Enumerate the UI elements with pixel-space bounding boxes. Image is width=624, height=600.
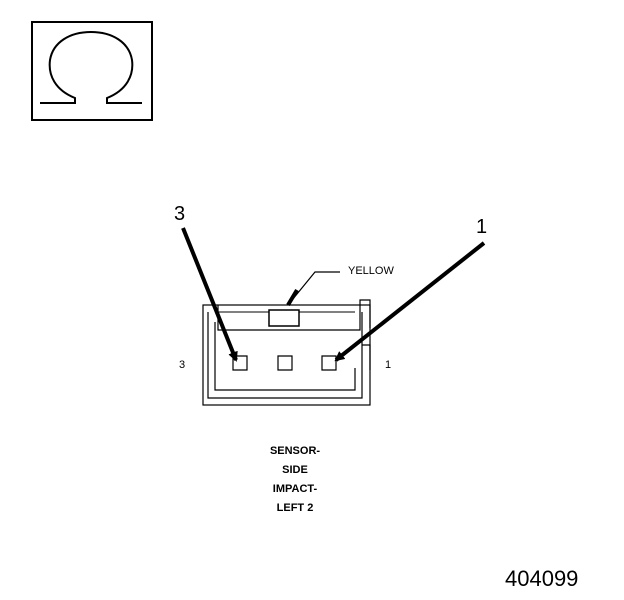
- callout-3: 3: [174, 203, 186, 225]
- pin-label-3: 3: [179, 359, 186, 371]
- caption-line-3: IMPACT-: [272, 483, 318, 495]
- arrow-pin-3: [181, 227, 238, 362]
- arrow-pin-1: [334, 241, 486, 362]
- connector-body: [202, 271, 371, 406]
- ohm-meter-icon: [31, 21, 153, 121]
- wire-color-label: YELLOW: [348, 265, 394, 277]
- terminal-2: [277, 355, 293, 371]
- connector-caption: SENSOR- SIDE IMPACT- LEFT 2: [230, 442, 360, 518]
- caption-line-1: SENSOR-: [269, 445, 321, 457]
- terminal-1: [321, 355, 337, 371]
- callout-1: 1: [476, 216, 488, 238]
- caption-line-2: SIDE: [282, 464, 308, 476]
- figure-id: 404099: [505, 566, 579, 591]
- pin-label-1: 1: [385, 359, 392, 371]
- terminal-3: [232, 355, 248, 371]
- caption-line-4: LEFT 2: [276, 502, 314, 514]
